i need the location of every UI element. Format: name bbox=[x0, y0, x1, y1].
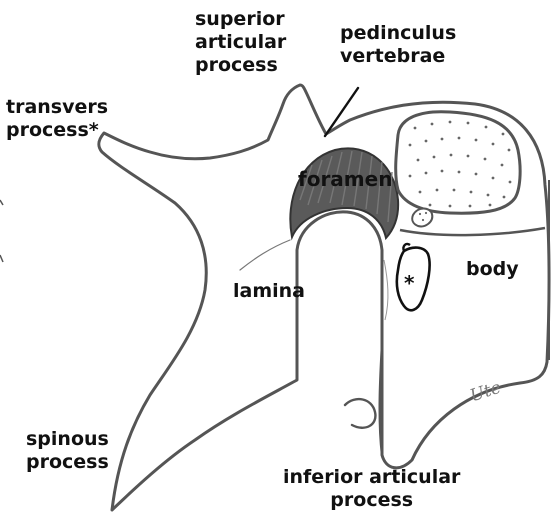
label-line: process bbox=[195, 54, 286, 77]
label-body: body bbox=[466, 258, 519, 281]
left-edge-ticks bbox=[0, 200, 3, 262]
label-line: process bbox=[283, 489, 460, 512]
label-foramen: foramen bbox=[298, 168, 392, 191]
label-spinous-process: spinous process bbox=[26, 428, 109, 474]
label-line: superior bbox=[195, 8, 286, 31]
lamina-contour bbox=[240, 240, 290, 270]
pedinculus-pointer-line bbox=[325, 88, 358, 136]
label-lamina: lamina bbox=[233, 280, 305, 303]
body-side-line bbox=[384, 260, 388, 320]
label-line: pedinculus bbox=[340, 22, 456, 45]
label-line: vertebrae bbox=[340, 45, 456, 68]
label-line: transvers bbox=[6, 96, 108, 119]
label-asterisk: * bbox=[404, 272, 414, 295]
label-inferior-articular-process: inferior articular process bbox=[283, 466, 460, 512]
label-line: spinous bbox=[26, 428, 109, 451]
label-pedinculus-vertebrae: pedinculus vertebrae bbox=[340, 22, 456, 68]
body-small-spot bbox=[412, 209, 432, 227]
label-line: inferior articular bbox=[283, 466, 460, 489]
label-line: articular bbox=[195, 31, 286, 54]
label-line: process bbox=[26, 451, 109, 474]
vertebral-body-rim bbox=[400, 228, 545, 235]
label-line: process* bbox=[6, 119, 108, 142]
label-superior-articular-process: superior articular process bbox=[195, 8, 286, 77]
inferior-articular-process-contour bbox=[345, 345, 382, 455]
label-transvers-process: transvers process* bbox=[6, 96, 108, 142]
